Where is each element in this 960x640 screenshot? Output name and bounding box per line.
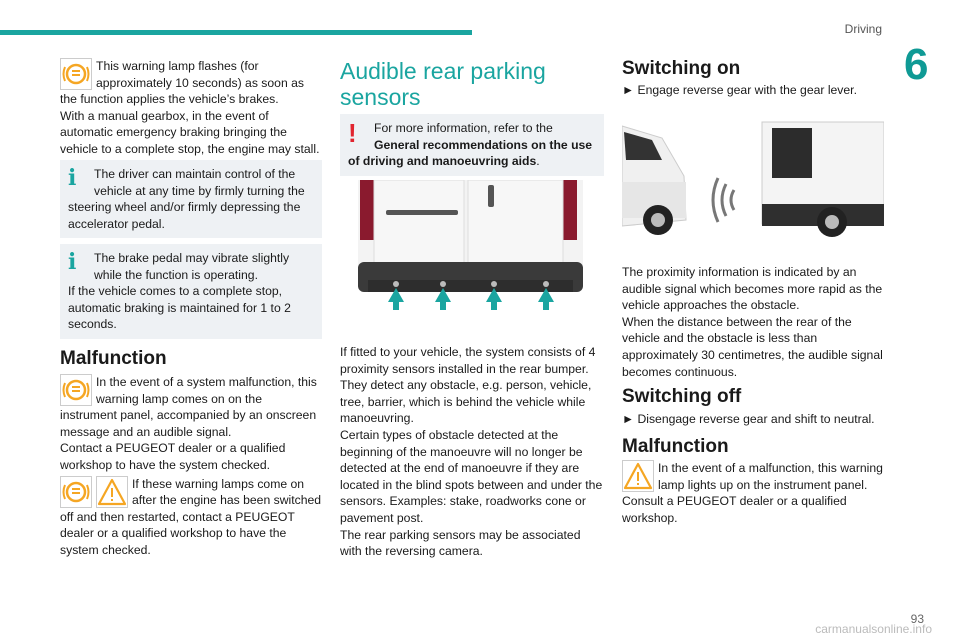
page-number: 93 xyxy=(910,612,924,626)
gearbox-paragraph: With a manual gearbox, in the event of a… xyxy=(60,108,320,156)
malfunction-paragraph-3: If these warning lamps come on after the… xyxy=(60,476,322,557)
exclamation-icon: ! xyxy=(348,118,357,148)
brake-warning-lamp-icon xyxy=(60,58,92,90)
proximity-para-1: The proximity information is indicated b… xyxy=(622,265,883,313)
switching-on-step: ► Engage reverse gear with the gear leve… xyxy=(622,83,857,97)
warning-triangle-icon xyxy=(622,460,654,492)
rear-bumper-illustration xyxy=(358,179,583,310)
col1-lamp-block: This warning lamp flashes (for approxima… xyxy=(60,58,322,158)
header-rule xyxy=(0,30,472,35)
sound-wave-icon xyxy=(711,177,736,223)
info-box-control: i The driver can maintain control of the… xyxy=(60,160,322,239)
info-text-vibrate: The brake pedal may vibrate slightly whi… xyxy=(94,251,290,282)
brake-warning-lamp-icon xyxy=(60,374,92,406)
lamp-paragraph: This warning lamp flashes (for approxima… xyxy=(60,59,304,107)
warning-box-general-recommendations: ! For more information, refer to the Gen… xyxy=(340,114,604,176)
van-proximity-illustration xyxy=(621,116,885,240)
col3-proximity-block: The proximity information is indicated b… xyxy=(622,264,886,380)
switching-on-heading: Switching on xyxy=(622,58,741,79)
section-title: Driving xyxy=(844,22,882,36)
info-box-brake-pedal: i The brake pedal may vibrate slightly w… xyxy=(60,244,322,339)
warning-text-a: For more information, refer to the xyxy=(374,121,553,135)
info-icon: i xyxy=(68,165,77,191)
malfunction-heading-col1: Malfunction xyxy=(60,348,167,369)
malfunction-text-col3: In the event of a malfunction, this warn… xyxy=(622,461,883,525)
info-icon: i xyxy=(68,249,77,275)
info-text-stop: If the vehicle comes to a complete stop,… xyxy=(68,284,291,332)
warning-triangle-icon xyxy=(96,475,128,508)
sensor-para-3: The rear parking sensors may be associat… xyxy=(340,527,581,559)
switching-off-step: ► Disengage reverse gear and shift to ne… xyxy=(622,412,875,426)
proximity-para-2: When the distance between the rear of th… xyxy=(622,314,883,379)
malfunction-heading-col3: Malfunction xyxy=(622,436,729,457)
brake-warning-lamp-icon xyxy=(60,475,92,508)
sensor-para-2: Certain types of obstacle detected at th… xyxy=(340,427,603,525)
watermark: carmanualsonline.info xyxy=(815,622,932,636)
col3-malfunction-block: In the event of a malfunction, this warn… xyxy=(622,460,886,526)
chapter-number: 6 xyxy=(904,40,929,89)
sensor-points xyxy=(393,281,549,287)
info-text-control: The driver can maintain control of the v… xyxy=(68,167,305,231)
col2-body: If fitted to your vehicle, the system co… xyxy=(340,344,604,560)
switching-off-heading: Switching off xyxy=(622,386,742,407)
col1-malfunction-block: In the event of a system malfunction, th… xyxy=(60,374,322,559)
malfunction-paragraph-1: In the event of a system malfunction, th… xyxy=(60,375,317,439)
warning-text-link: General recommendations on the use of dr… xyxy=(348,137,593,169)
parking-sensors-title: Audible rear parking sensors xyxy=(340,58,546,110)
warning-text-c: . xyxy=(536,154,540,169)
malfunction-paragraph-2: Contact a PEUGEOT dealer or a qualified … xyxy=(60,441,286,472)
sensor-arrow-icon xyxy=(388,288,554,310)
sensor-para-1: If fitted to your vehicle, the system co… xyxy=(340,345,596,426)
